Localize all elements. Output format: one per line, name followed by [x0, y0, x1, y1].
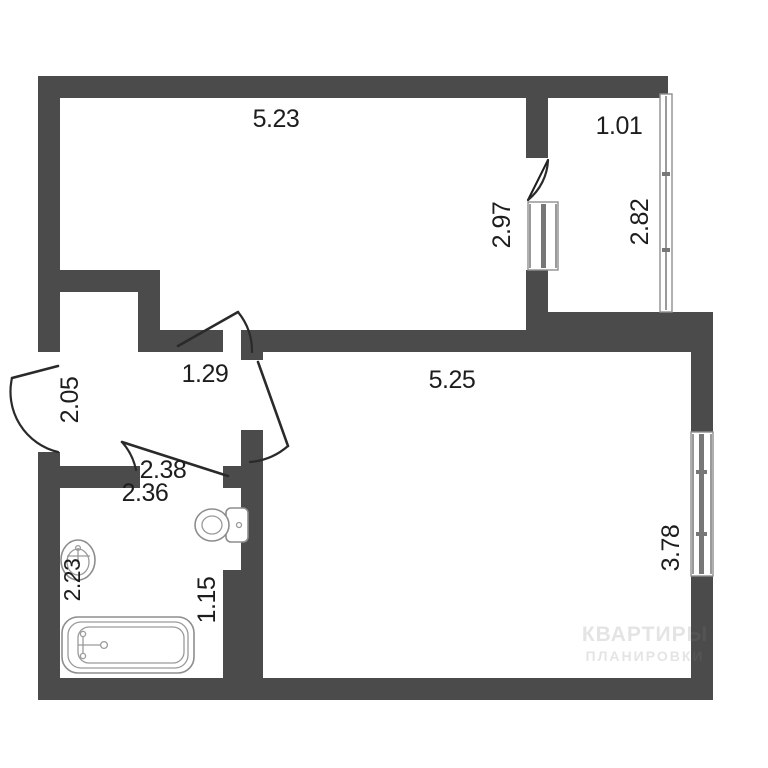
dim-hall-width: 1.29	[182, 360, 229, 388]
toilet-fixture	[194, 507, 249, 543]
wall-hall-step	[138, 270, 160, 342]
wall-living-bottom-right	[138, 330, 223, 352]
dim-bedroom-depth: 3.78	[657, 525, 685, 572]
dim-hall-lower: 2.38	[140, 456, 187, 484]
balcony-door[interactable]	[527, 201, 559, 271]
dim-balcony-width: 1.01	[596, 112, 643, 140]
dim-living-width: 5.23	[253, 105, 300, 133]
wall-left-hall-upper	[38, 270, 60, 352]
dim-bedroom-width: 5.25	[429, 366, 476, 394]
wall-bottom	[38, 678, 713, 700]
wall-top-living	[38, 76, 548, 98]
sink-fixture	[60, 539, 96, 581]
balcony-door-leader	[526, 158, 550, 202]
walls-group	[38, 76, 713, 700]
bedroom-door[interactable]	[248, 360, 290, 464]
balcony-window[interactable]	[659, 93, 673, 313]
wall-right-bedroom-lower	[691, 576, 713, 700]
bedroom-window[interactable]	[690, 431, 714, 577]
doors-group	[9, 310, 290, 478]
dim-hall-depth: 2.05	[56, 377, 84, 424]
wall-hall-bathroom-partition	[38, 466, 140, 488]
dim-bath-wall: 1.15	[193, 577, 221, 624]
dim-bath-width: 2.36	[122, 479, 169, 507]
dim-balcony-depth: 2.82	[626, 199, 654, 246]
wall-bedroom-top	[241, 330, 713, 352]
wall-top-balcony	[548, 76, 668, 98]
wall-right-bedroom-upper	[691, 330, 713, 432]
glazing-group	[527, 93, 714, 577]
wall-living-bottom-left	[38, 270, 160, 292]
wall-left-bathroom	[38, 466, 60, 700]
dim-balcony-door: 2.97	[488, 202, 516, 249]
wall-balcony-jamb-top	[526, 136, 548, 158]
bathtub-fixture	[61, 616, 195, 674]
dim-bath-depth: 2.23	[59, 559, 85, 602]
wall-balcony-bottom	[526, 312, 713, 334]
bathroom-door[interactable]	[120, 440, 230, 478]
wall-left-living	[38, 76, 60, 282]
living-room-door[interactable]	[176, 310, 254, 354]
bathroom-fixtures	[60, 507, 249, 674]
dimension-labels: 5.23 1.01 2.82 2.97 5.25 3.78 2.05 1.29 …	[56, 105, 685, 623]
entrance-door[interactable]	[9, 364, 60, 454]
